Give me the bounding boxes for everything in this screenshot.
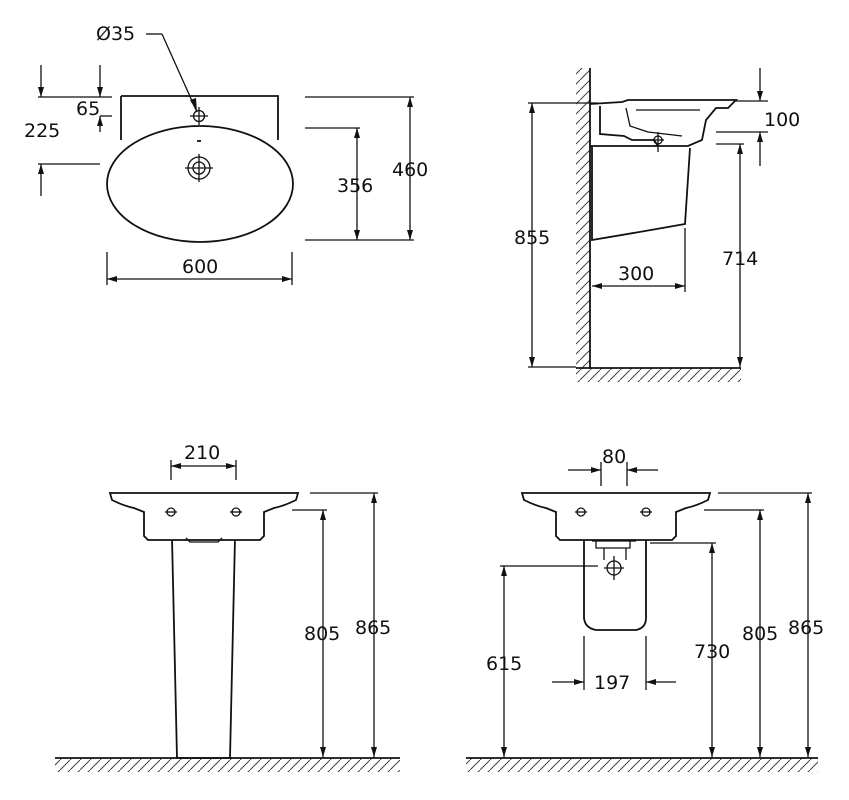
top-view-basin-outline <box>106 125 294 243</box>
semi-dim-730-label: 730 <box>694 641 730 663</box>
dim-460-label: 460 <box>392 159 428 181</box>
semi-fixing-hole-right-icon <box>640 507 652 517</box>
dim-300-label: 300 <box>618 263 654 285</box>
side-basin-profile <box>589 99 739 147</box>
semi-dim-197-label: 197 <box>594 672 630 694</box>
pedestal-column <box>171 537 236 759</box>
fixing-hole-right-icon <box>230 507 242 517</box>
top-view: Ø35 65 225 356 460 600 <box>24 23 428 285</box>
side-view: 100 855 714 300 <box>514 68 800 382</box>
dim-210-label: 210 <box>184 442 220 464</box>
dim-100-label: 100 <box>764 109 800 131</box>
dim-855-label: 855 <box>514 227 550 249</box>
front-basin <box>108 492 300 541</box>
semi-dim-865-label: 865 <box>788 617 824 639</box>
semi-dim-80-label: 80 <box>602 446 626 468</box>
waste-outlet-icon <box>604 556 624 580</box>
side-tap-hole-icon <box>652 132 664 152</box>
dim-65-label: 65 <box>76 98 100 120</box>
front-semipedestal-view: 80 615 197 730 805 865 <box>466 446 824 772</box>
floor-hatch-left <box>55 758 400 772</box>
semi-dim-805-label: 805 <box>742 623 778 645</box>
hole-diameter-label: Ø35 <box>96 23 135 45</box>
semi-pedestal <box>583 540 647 631</box>
dim-356-label: 356 <box>337 175 373 197</box>
dim-600-label: 600 <box>182 256 218 278</box>
wall-hatch <box>576 68 590 368</box>
dim-805-label: 805 <box>304 623 340 645</box>
dim-225-label: 225 <box>24 120 60 142</box>
floor-hatch <box>576 368 741 382</box>
dim-865-label: 865 <box>355 617 391 639</box>
tap-hole-icon <box>190 107 208 125</box>
side-pedestal-cover <box>591 146 691 242</box>
semi-fixing-hole-left-icon <box>575 507 587 517</box>
semi-dim-615-label: 615 <box>486 653 522 675</box>
fixing-hole-left-icon <box>165 507 177 517</box>
dim-714-label: 714 <box>722 248 758 270</box>
semi-front-basin <box>520 492 712 541</box>
top-view-back-panel <box>120 95 279 140</box>
drain-icon <box>185 154 213 182</box>
floor-hatch-right <box>466 758 818 772</box>
front-pedestal-view: 210 805 865 <box>55 442 400 772</box>
